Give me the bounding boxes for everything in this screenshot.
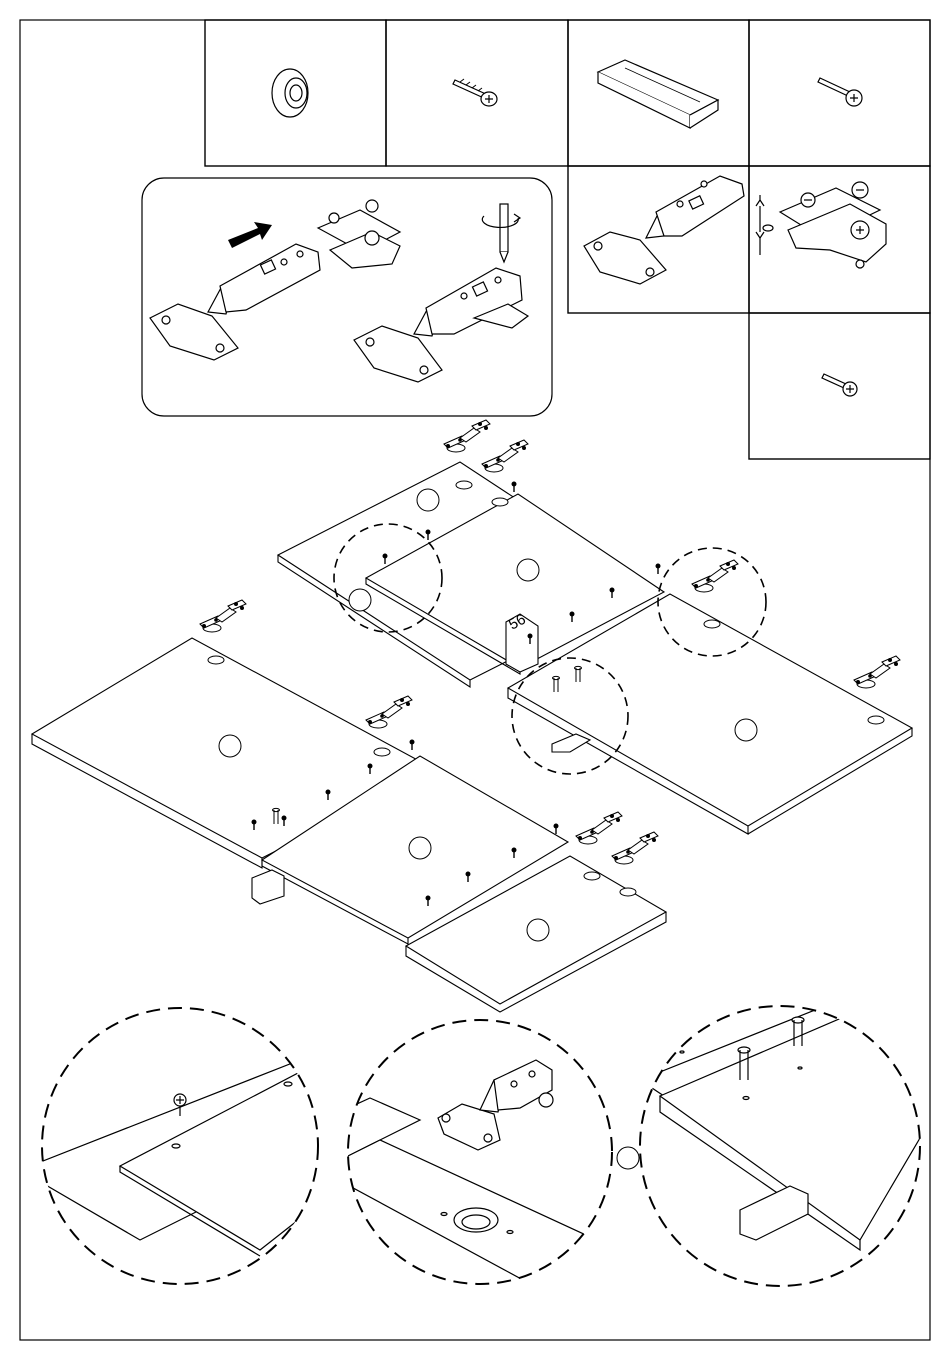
small-wood-screw-icon <box>822 374 857 396</box>
push-arrow-icon <box>228 222 272 248</box>
cam-lock-cap-icon <box>272 69 308 117</box>
zoom-hinge-detail <box>300 1020 640 1300</box>
wedge-support-icon <box>598 60 718 128</box>
hinge-mounting-detail-inset <box>142 178 552 416</box>
hinge-mounting-plate-icon <box>756 182 886 268</box>
screwdriver-rotation-icon <box>482 204 520 262</box>
zoom-screw-detail <box>20 1008 400 1284</box>
zoom-dowel-detail <box>640 1000 950 1286</box>
dowel-pin-icon <box>818 78 862 106</box>
exploded-assembly <box>32 462 912 1012</box>
chipboard-screw-icon <box>453 79 497 106</box>
concealed-hinge-icon <box>584 176 744 284</box>
